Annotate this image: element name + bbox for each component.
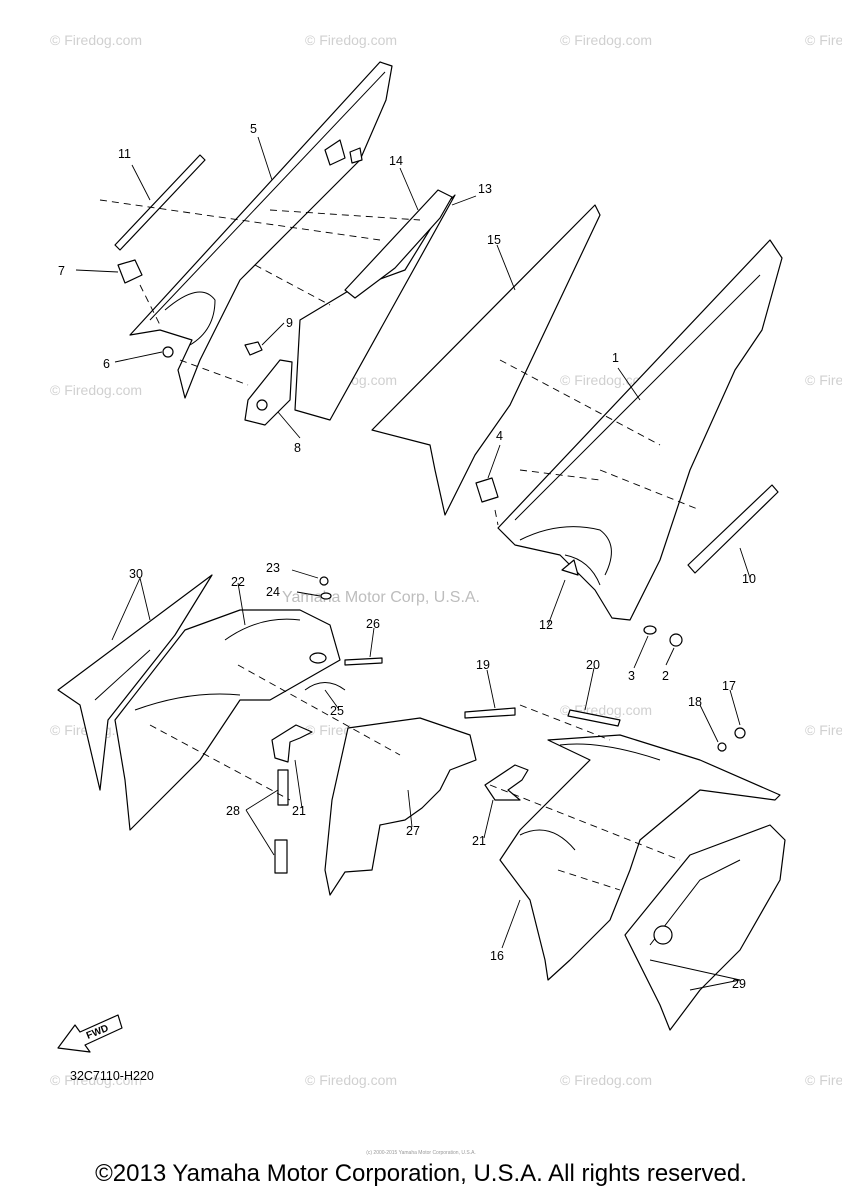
part-19-strip [464, 707, 516, 719]
watermark: © Firedog.com [305, 1072, 397, 1088]
callout-13: 13 [478, 182, 492, 196]
part-7-nut [117, 259, 143, 284]
part-3-washer [643, 625, 657, 635]
part-6-bolt [162, 346, 174, 358]
copyright-notice: ©2013 Yamaha Motor Corporation, U.S.A. A… [95, 1160, 747, 1187]
part-23-screw [319, 576, 329, 586]
fwd-arrow-icon: FWD [57, 1014, 123, 1053]
callout-26: 26 [366, 617, 380, 631]
callout-14: 14 [389, 154, 403, 168]
callout-7: 7 [58, 264, 65, 278]
callout-28: 28 [226, 804, 240, 818]
watermark: © Firedog.com [50, 1072, 142, 1088]
callout-5: 5 [250, 122, 257, 136]
part-28-pads [274, 769, 289, 874]
callout-3: 3 [628, 669, 635, 683]
part-30-decal [57, 574, 213, 791]
part-8-bracket [244, 359, 293, 426]
part-11-stripe [114, 154, 206, 251]
part-25-clip [304, 682, 346, 691]
part-10-emblem [687, 484, 779, 574]
watermark: © Firedog.com [560, 32, 652, 48]
part-1-side-cover [497, 239, 783, 621]
callout-9: 9 [286, 316, 293, 330]
callout-15: 15 [487, 233, 501, 247]
watermark: © Firedog.com [805, 372, 842, 388]
part-4-nut [475, 477, 499, 503]
callout-18: 18 [688, 695, 702, 709]
callout-21: 21 [292, 804, 306, 818]
callout-22: 22 [231, 575, 245, 589]
callout-24: 24 [266, 585, 280, 599]
part-21-guard-left [271, 724, 313, 763]
part-17-bolt [734, 727, 746, 739]
watermark: © Firedog.com [805, 722, 842, 738]
callout-23: 23 [266, 561, 280, 575]
drawing-reference: 32C7110-H220 [70, 1069, 154, 1083]
callout-10: 10 [742, 572, 756, 586]
callout-4: 4 [496, 429, 503, 443]
watermark: © Firedog.com [50, 32, 142, 48]
part-18-nut [717, 742, 727, 752]
callout-6: 6 [103, 357, 110, 371]
watermark: © Firedog.com [560, 1072, 652, 1088]
callout-27: 27 [406, 824, 420, 838]
callout-29: 29 [732, 977, 746, 991]
callout-20: 20 [586, 658, 600, 672]
watermark: © Firedog.com [305, 32, 397, 48]
callout-30: 30 [129, 567, 143, 581]
callout-25: 25 [330, 704, 344, 718]
callouts: 1 2 3 4 5 6 7 8 9 10 11 12 13 14 15 16 1… [58, 122, 756, 991]
part-26-strip [344, 657, 383, 666]
part-13-panel [294, 194, 456, 421]
center-watermark: Yamaha Motor Corp, U.S.A. [282, 589, 480, 606]
callout-17: 17 [722, 679, 736, 693]
part-16-side-cover [499, 734, 781, 981]
part-22-shroud [114, 609, 341, 831]
watermark: © Firedog.com [805, 1072, 842, 1088]
part-12-stud [561, 559, 579, 576]
callout-19: 19 [476, 658, 490, 672]
part-20-strip [567, 709, 621, 727]
watermark: © Firedog.com [805, 32, 842, 48]
alignment-lines [99, 199, 701, 891]
callout-12: 12 [539, 618, 553, 632]
leader-lines [75, 136, 751, 991]
part-14-pad [344, 189, 453, 299]
part-9-bolt [244, 341, 263, 356]
part-21-guard-right [484, 764, 529, 801]
tiny-print: (c) 2000-2015 Yamaha Motor Corporation, … [366, 1150, 476, 1156]
callout-16: 16 [490, 949, 504, 963]
callout-2: 2 [662, 669, 669, 683]
callout-1: 1 [612, 351, 619, 365]
part-2-bolt [669, 633, 683, 647]
callout-21: 21 [472, 834, 486, 848]
watermark: © Firedog.com [50, 382, 142, 398]
part-24-washer [320, 592, 332, 600]
part-27-panel [324, 717, 477, 896]
part-29-decal [624, 824, 786, 1031]
callout-11: 11 [118, 147, 131, 161]
callout-8: 8 [294, 441, 301, 455]
part-15-panel [371, 204, 601, 516]
part-5-cover-rail [129, 61, 393, 399]
